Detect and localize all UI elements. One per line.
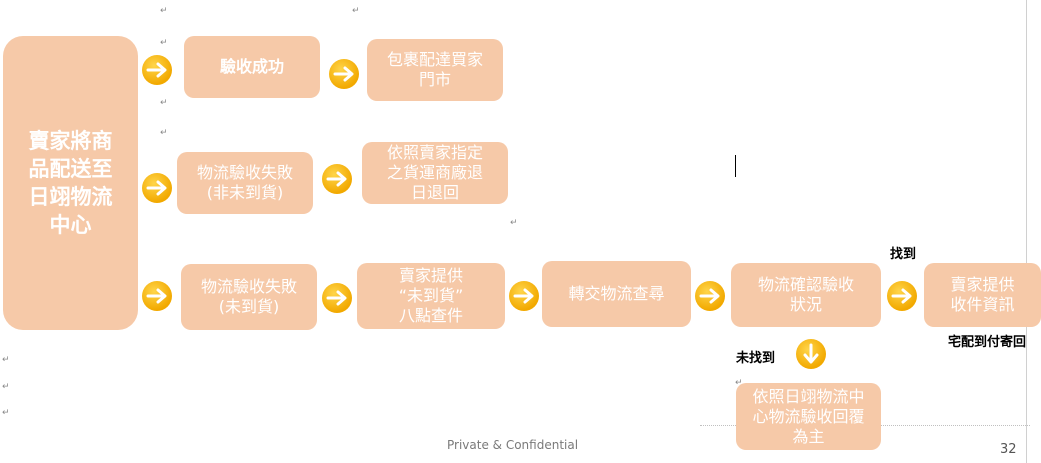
right-arrow-icon — [142, 281, 172, 311]
right-arrow-icon — [322, 164, 352, 194]
box-follow: 依照日翊物流中 心物流驗收回覆 為主 — [736, 383, 881, 450]
right-arrow-icon — [142, 173, 172, 203]
label-not-found: 未找到 — [736, 351, 776, 366]
down-arrow-icon — [796, 339, 826, 369]
right-arrow-icon — [887, 281, 917, 311]
right-arrow-icon — [509, 281, 539, 311]
paragraph-mark: ↵ — [510, 218, 518, 228]
paragraph-mark: ↵ — [2, 355, 10, 365]
box-seller-provide: 賣家提供 “未到貨” 八點查件 — [357, 263, 505, 329]
paragraph-mark: ↵ — [160, 98, 168, 108]
paragraph-mark: ↵ — [160, 38, 168, 48]
footer-text: Private & Confidential — [447, 438, 579, 452]
label-found: 找到 — [890, 247, 917, 262]
box-start: 賣家將商 品配送至 日翊物流 中心 — [3, 36, 138, 330]
paragraph-mark: ↵ — [160, 6, 168, 16]
paragraph-mark: ↵ — [352, 6, 360, 16]
box-seller-info: 賣家提供 收件資訊 — [924, 263, 1041, 327]
box-transfer: 轉交物流查尋 — [542, 261, 691, 327]
page-number: 32 — [1000, 442, 1017, 457]
text-cursor — [735, 155, 736, 177]
box-return: 依照賣家指定 之貨運商廠退 日退回 — [362, 142, 508, 204]
paragraph-mark: ↵ — [2, 382, 10, 392]
box-success: 驗收成功 — [184, 36, 320, 98]
right-arrow-icon — [322, 283, 352, 313]
box-fail-not-missing: 物流驗收失敗 (非未到貨) — [177, 152, 313, 214]
box-fail-missing: 物流驗收失敗 (未到貨) — [181, 264, 317, 330]
page-margin-line — [1026, 0, 1027, 463]
paragraph-mark: ↵ — [735, 378, 743, 388]
paragraph-mark: ↵ — [2, 408, 10, 418]
label-home-delivery: 宅配到付寄回 — [948, 335, 1027, 350]
right-arrow-icon — [329, 59, 359, 89]
right-arrow-icon — [695, 281, 725, 311]
box-confirm: 物流確認驗收 狀況 — [731, 263, 881, 327]
right-arrow-icon — [142, 55, 172, 85]
paragraph-mark: ↵ — [160, 128, 168, 138]
box-delivered: 包裹配達買家 門市 — [367, 39, 503, 101]
